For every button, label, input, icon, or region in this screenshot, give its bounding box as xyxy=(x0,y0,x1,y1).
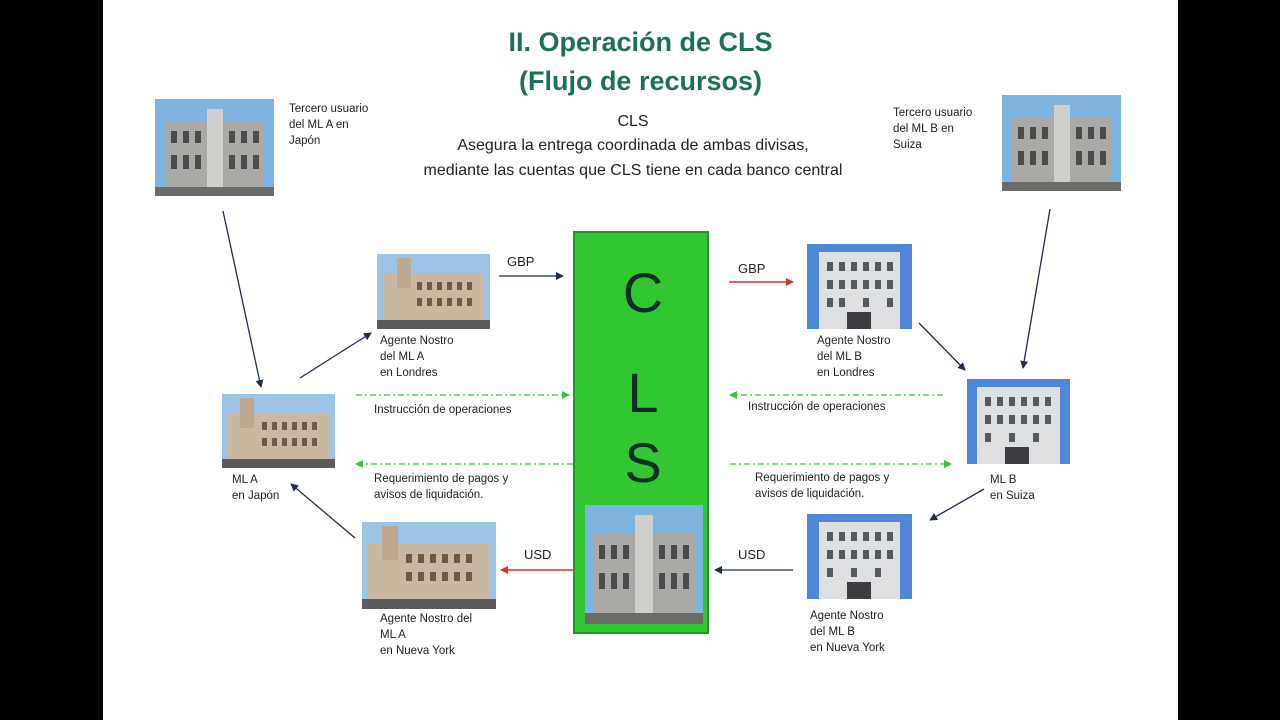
arrow-ml-b-to-nostro-b-ny xyxy=(930,489,984,520)
label-requirement-left: Requerimiento de pagos y avisos de liqui… xyxy=(374,471,508,503)
label-gbp-right: GBP xyxy=(738,261,765,277)
label-line: Agente Nostro del xyxy=(380,611,472,627)
label-nostro-a-ny: Agente Nostro del ML A en Nueva York xyxy=(380,611,472,659)
arrow-ml-a-to-nostro-a-london xyxy=(300,333,371,378)
label-gbp-left: GBP xyxy=(507,254,534,270)
label-usd-left: USD xyxy=(524,547,551,563)
label-line: del ML A xyxy=(380,349,454,365)
label-line: ML A xyxy=(380,627,472,643)
flow-arrows xyxy=(103,0,1178,720)
label-nostro-b-ny: Agente Nostro del ML B en Nueva York xyxy=(810,608,885,656)
label-usd-right: USD xyxy=(738,547,765,563)
label-third-user-a: Tercero usuario del ML A en Japón xyxy=(289,101,368,149)
label-line: en Londres xyxy=(817,365,891,381)
label-line: Tercero usuario xyxy=(289,101,368,117)
label-requirement-right: Requerimiento de pagos y avisos de liqui… xyxy=(755,470,889,502)
label-instruction-right: Instrucción de operaciones xyxy=(748,399,885,415)
label-line: del ML B xyxy=(810,624,885,640)
arrow-third-user-a-to-ml-a xyxy=(223,211,261,387)
label-line: en Japón xyxy=(232,488,279,504)
label-line: avisos de liquidación. xyxy=(755,486,889,502)
arrow-nostro-b-london-to-ml-b xyxy=(919,323,965,370)
label-line: Suiza xyxy=(893,137,972,153)
label-line: ML A xyxy=(232,472,279,488)
label-line: en Nueva York xyxy=(810,640,885,656)
label-line: ML B xyxy=(990,472,1035,488)
label-nostro-a-london: Agente Nostro del ML A en Londres xyxy=(380,333,454,381)
label-instruction-left: Instrucción de operaciones xyxy=(374,402,511,418)
slide: II. Operación de CLS (Flujo de recursos)… xyxy=(103,0,1178,720)
label-line: Requerimiento de pagos y xyxy=(755,470,889,486)
label-line: Japón xyxy=(289,133,368,149)
label-line: en Londres xyxy=(380,365,454,381)
label-line: del ML B xyxy=(817,349,891,365)
label-line: del ML A en xyxy=(289,117,368,133)
label-line: del ML B en xyxy=(893,121,972,137)
label-line: Agente Nostro xyxy=(810,608,885,624)
label-nostro-b-london: Agente Nostro del ML B en Londres xyxy=(817,333,891,381)
label-line: Tercero usuario xyxy=(893,105,972,121)
label-line: en Suiza xyxy=(990,488,1035,504)
label-line: Agente Nostro xyxy=(817,333,891,349)
label-line: en Nueva York xyxy=(380,643,472,659)
label-ml-b-swiss: ML B en Suiza xyxy=(990,472,1035,504)
label-line: Requerimiento de pagos y xyxy=(374,471,508,487)
arrow-third-user-b-to-ml-b xyxy=(1023,209,1050,368)
label-line: Agente Nostro xyxy=(380,333,454,349)
arrow-nostro-a-ny-to-ml-a xyxy=(291,484,355,538)
label-ml-a-japan: ML A en Japón xyxy=(232,472,279,504)
label-third-user-b: Tercero usuario del ML B en Suiza xyxy=(893,105,972,153)
label-line: avisos de liquidación. xyxy=(374,487,508,503)
